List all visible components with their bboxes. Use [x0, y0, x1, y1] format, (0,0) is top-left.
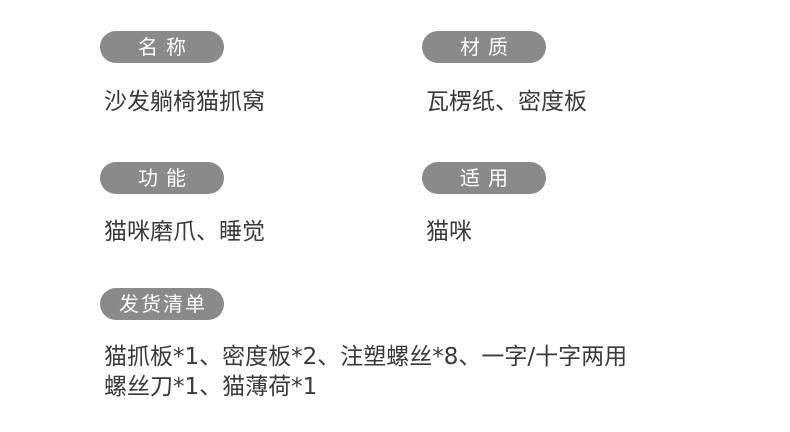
shipping-list-text: 猫抓板*1、密度板*2、注塑螺丝*8、一字/十字两用 螺丝刀*1、猫薄荷*1 [104, 342, 784, 402]
name-value: 沙发躺椅猫抓窝 [104, 89, 265, 115]
label-material-badge: 材质 [422, 31, 546, 63]
label-name-badge: 名称 [100, 31, 224, 63]
suitable-value: 猫咪 [426, 219, 472, 245]
label-shipping-list-badge: 发货清单 [100, 288, 224, 320]
label-function-badge: 功能 [100, 162, 224, 194]
shipping-line-2: 螺丝刀*1、猫薄荷*1 [104, 374, 318, 400]
label-suitable-badge: 适用 [422, 162, 546, 194]
material-value: 瓦楞纸、密度板 [426, 89, 587, 115]
shipping-line-1: 猫抓板*1、密度板*2、注塑螺丝*8、一字/十字两用 [104, 344, 628, 370]
function-value: 猫咪磨爪、睡觉 [104, 219, 265, 245]
